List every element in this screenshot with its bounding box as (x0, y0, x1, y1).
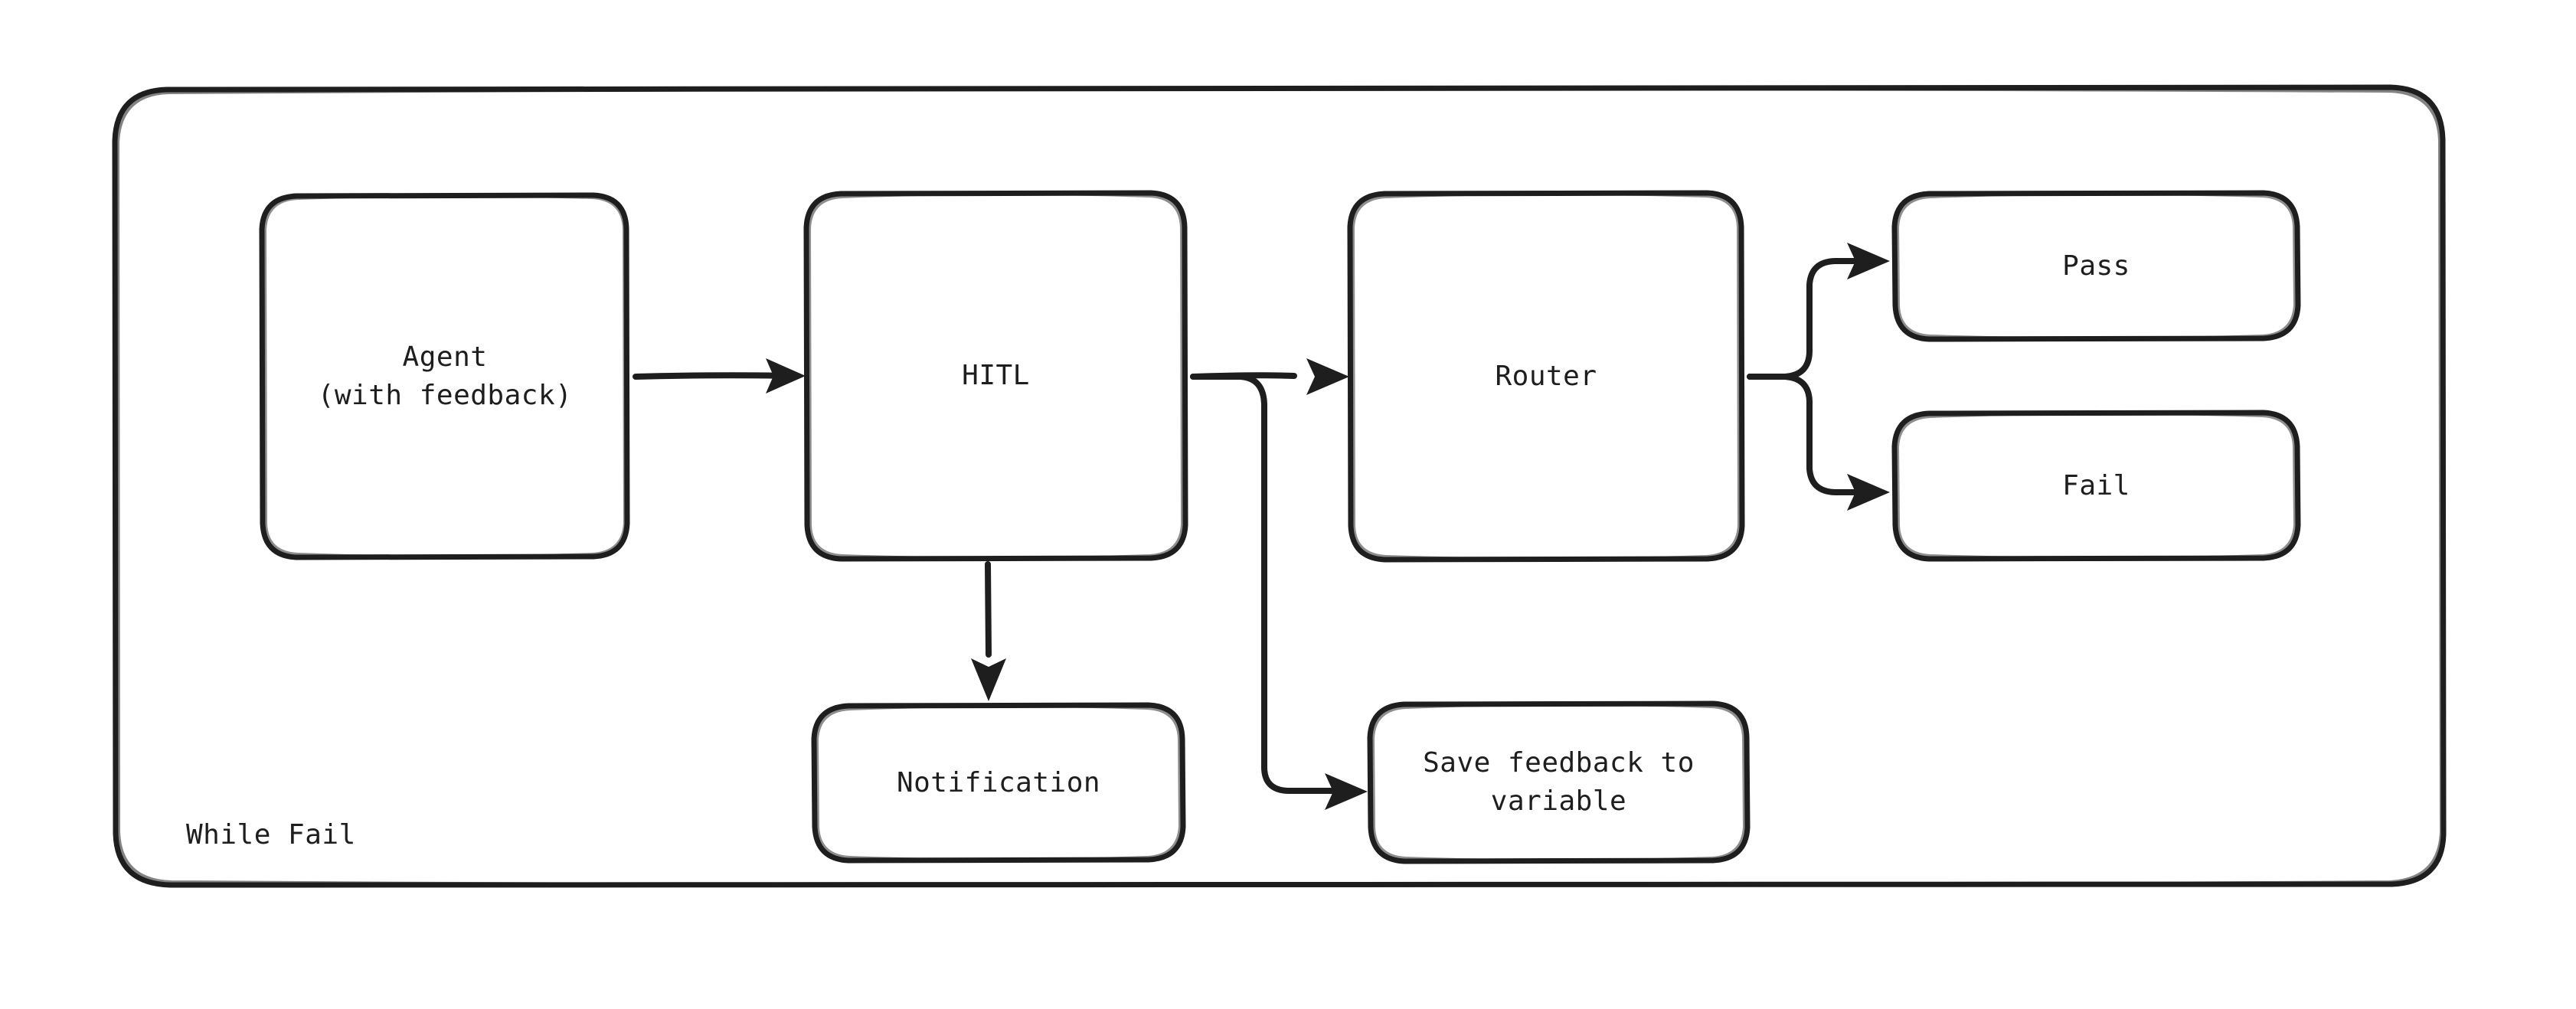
edge-router-to-fail (1747, 374, 1890, 511)
node-notification[interactable] (811, 702, 1186, 864)
node-fail[interactable] (1891, 410, 2301, 562)
node-save-feedback[interactable] (1367, 700, 1751, 864)
node-agent[interactable] (259, 192, 630, 560)
node-pass[interactable] (1891, 190, 2301, 342)
edge-hitl-to-save-feedback (1190, 374, 1368, 810)
group-label-while-fail: While Fail (186, 819, 356, 851)
group-container-while-fail[interactable] (112, 84, 2447, 888)
edge-agent-to-hitl (633, 358, 806, 393)
node-hitl[interactable] (803, 190, 1188, 562)
edge-hitl-to-notification (971, 561, 1006, 701)
node-router[interactable] (1347, 190, 1745, 563)
edge-router-to-pass (1747, 243, 1890, 380)
